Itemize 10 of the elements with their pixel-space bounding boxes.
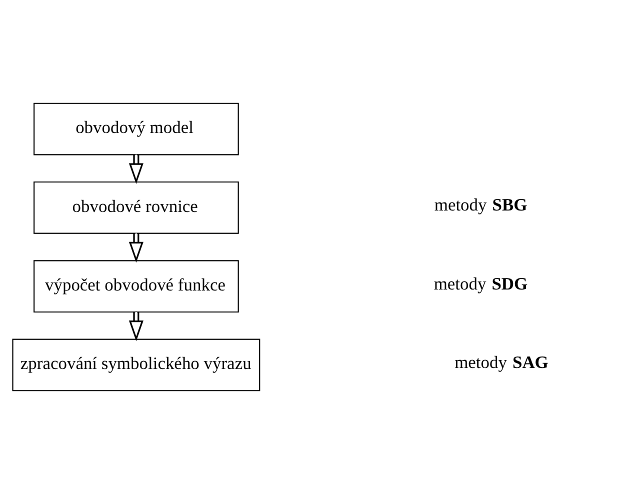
label: metody SAG [454, 352, 548, 372]
node-box: zpracování symbolického výrazu [12, 338, 260, 392]
label: metody SDG [434, 273, 528, 294]
node-box: obvodový model [34, 102, 239, 156]
node-box: obvodové rovnice [34, 181, 239, 234]
arrow [128, 154, 144, 184]
arrow [128, 233, 144, 263]
arrow [128, 312, 144, 342]
label: metody SBG [434, 194, 528, 215]
node-box: výpočet obvodové funkce [34, 260, 239, 313]
